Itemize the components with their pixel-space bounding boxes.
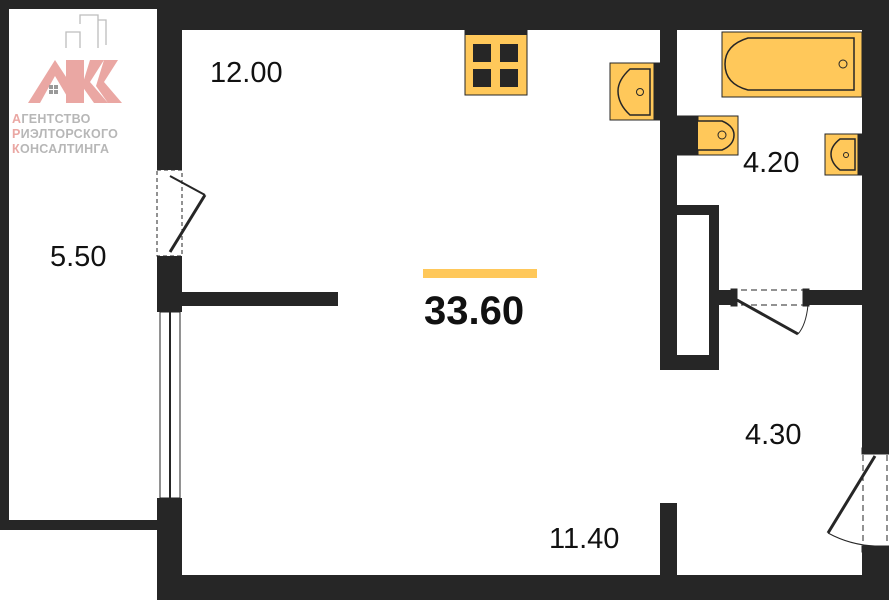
window [159,311,181,499]
living-area-label: 11.40 [549,523,620,555]
entrance-door[interactable] [826,447,889,553]
logo-mark [28,14,122,103]
balcony [0,0,182,530]
logo-text-line-2: РИЭЛТОРСКОГО [12,127,119,141]
bathroom-area-label: 4.20 [743,147,800,179]
balcony-area-label: 5.50 [50,241,107,273]
bathroom-door[interactable] [730,288,810,336]
logo-initial: Р [12,127,21,141]
outer-walls [157,0,889,600]
logo-initial: А [12,112,22,126]
interior-walls [182,30,862,575]
logo-text-line-1: АГЕНТСТВО [12,112,91,126]
stove [464,29,528,96]
logo-text-line-3: КОНСАЛТИНГА [12,142,110,156]
bathroom-sink [824,133,863,176]
hallway-area-label: 4.30 [745,419,802,451]
kitchen-area-label: 12.00 [210,57,283,89]
total-area-accent-bar [423,269,537,278]
balcony-door[interactable] [156,169,207,257]
kitchen-sink [609,62,661,121]
bathtub [721,31,863,98]
logo-initial: К [12,142,20,156]
toilet [676,115,739,156]
total-area-label: 33.60 [424,289,525,333]
